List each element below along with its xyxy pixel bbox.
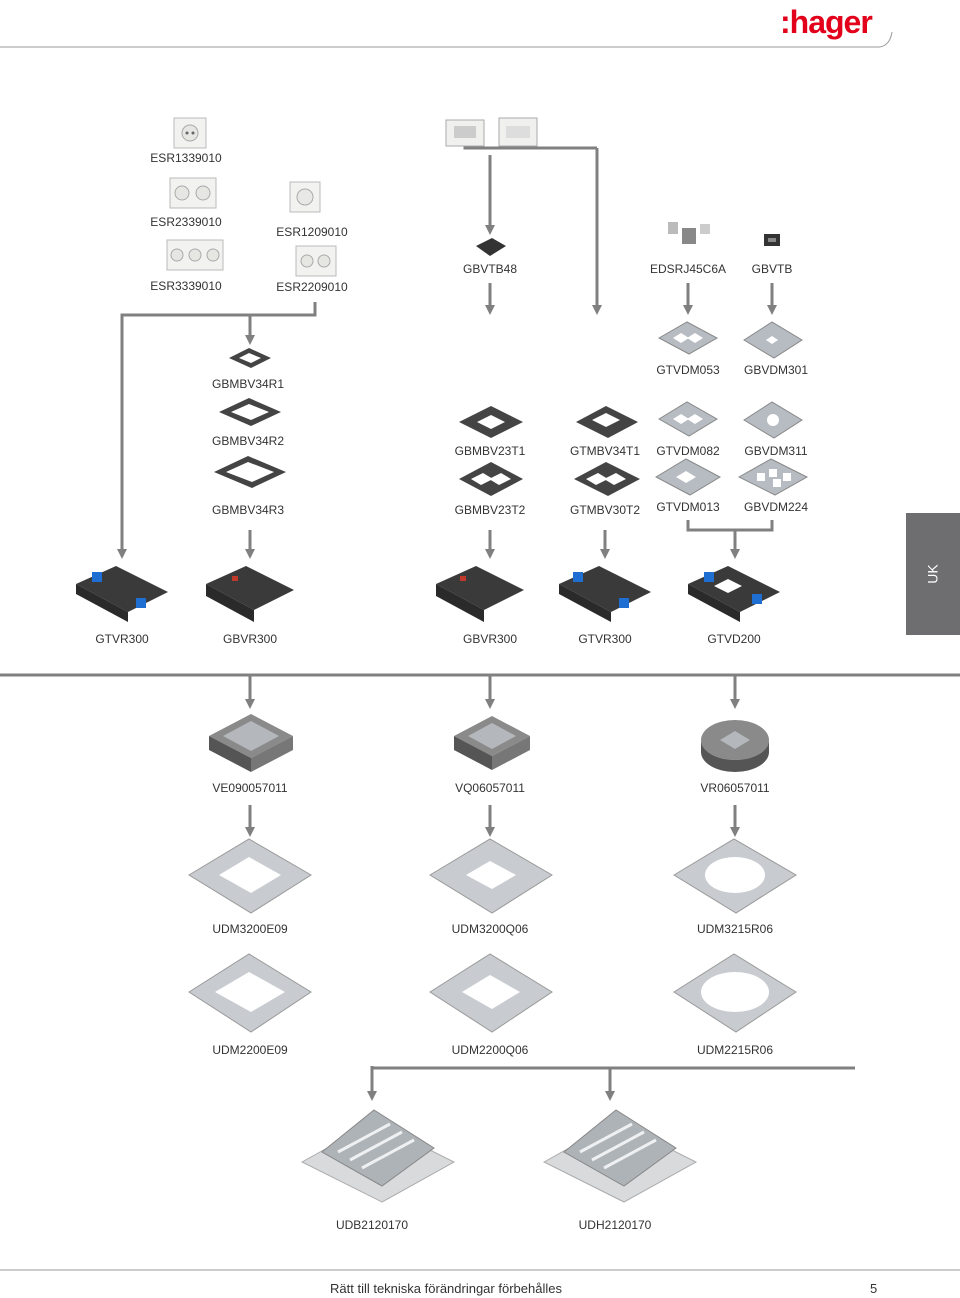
label-gbvr300-b: GBVR300	[462, 632, 518, 646]
box-gtvd200-icon	[688, 566, 780, 622]
plate-gtvdm013-icon	[654, 458, 722, 496]
label-vq06057011: VQ06057011	[455, 781, 525, 795]
label-gtvdm082: GTVDM082	[656, 444, 720, 458]
label-vr06057011: VR06057011	[700, 781, 770, 795]
label-esr3339010: ESR3339010	[150, 279, 222, 293]
page-number: 5	[870, 1281, 878, 1296]
connector-small-icon	[764, 234, 780, 246]
plate-gbvdm224-icon	[737, 458, 809, 496]
socket-single-icon	[173, 117, 207, 149]
label-udm2215r06: UDM2215R06	[696, 1043, 774, 1057]
data-socket-pair-icon	[445, 117, 538, 147]
footer-note: Rätt till tekniska förändringar förbehål…	[330, 1281, 562, 1296]
frame-gbmbv23t2-icon	[459, 462, 523, 496]
label-gbmbv34r2: GBMBV34R2	[211, 434, 285, 448]
label-udm3200e09: UDM3200E09	[212, 922, 288, 936]
label-gtvr300-b: GTVR300	[578, 632, 632, 646]
plate-gtvdm082-icon	[658, 401, 718, 437]
label-gtvdm013: GTVDM013	[656, 500, 720, 514]
plate-gbvdm311-icon	[743, 401, 803, 439]
label-udm2200e09: UDM2200E09	[212, 1043, 288, 1057]
label-gbvdm311: GBVDM311	[744, 444, 808, 458]
screed-box-udh2120170-icon	[542, 1109, 698, 1203]
label-udb2120170: UDB2120170	[335, 1218, 409, 1232]
screed-box-udb2120170-icon	[300, 1109, 456, 1203]
label-esr2339010: ESR2339010	[150, 215, 222, 229]
hager-logo: :hager	[780, 4, 873, 41]
plate-udm3200e09-icon	[188, 838, 312, 914]
frame-gbmbv34r3-icon	[214, 456, 286, 488]
blank-plate-icon	[476, 238, 506, 256]
plate-udm3215r06-icon	[673, 838, 797, 914]
logo-text: hager	[789, 4, 873, 40]
frame-gbmbv23t1-icon	[459, 406, 523, 438]
frame-gtmbv30t2-icon	[574, 462, 640, 496]
socket-triple-icon	[166, 239, 224, 271]
socket-duo-icon	[295, 245, 337, 277]
label-esr1209010: ESR1209010	[276, 225, 348, 239]
plate-udm2200q06-icon	[429, 953, 553, 1033]
rj45-connector-icon	[668, 222, 710, 244]
label-gbmbv23t2: GBMBV23T2	[454, 503, 526, 517]
label-esr2209010: ESR2209010	[276, 280, 348, 294]
label-edsrj45c6a: EDSRJ45C6A	[649, 262, 727, 276]
label-gtmbv34t1: GTMBV34T1	[569, 444, 641, 458]
frame-gbmbv34r2-icon	[219, 398, 281, 426]
label-gbmbv23t1: GBMBV23T1	[454, 444, 526, 458]
logo-colon-icon: :	[780, 4, 791, 40]
frame-gbmbv34r1-icon	[229, 348, 271, 368]
plate-gbvdm301-icon	[743, 321, 803, 359]
socket-uk-icon	[289, 181, 321, 213]
socket-double-icon	[169, 177, 217, 209]
label-gtmbv30t2: GTMBV30T2	[569, 503, 641, 517]
plate-udm2200e09-icon	[188, 953, 312, 1033]
label-gbmbv34r3: GBMBV34R3	[211, 503, 285, 517]
label-udm3200q06: UDM3200Q06	[451, 922, 529, 936]
label-gbvdm301: GBVDM301	[743, 363, 809, 377]
label-gbvr300-a: GBVR300	[222, 632, 278, 646]
label-gbmbv34r1: GBMBV34R1	[211, 377, 285, 391]
plate-udm3200q06-icon	[429, 838, 553, 914]
label-gbvtb: GBVTB	[751, 262, 793, 276]
footer-rule	[0, 1269, 960, 1271]
header-rule	[0, 31, 893, 48]
plate-udm2215r06-icon	[673, 953, 797, 1033]
label-gbvtb48: GBVTB48	[462, 262, 518, 276]
cover-vr06057011-icon	[701, 720, 769, 772]
label-ve090057011: VE090057011	[212, 781, 288, 795]
label-udm2200q06: UDM2200Q06	[451, 1043, 529, 1057]
label-udh2120170: UDH2120170	[578, 1218, 652, 1232]
label-udm3215r06: UDM3215R06	[696, 922, 774, 936]
label-gbvdm224: GBVDM224	[743, 500, 809, 514]
label-esr1339010: ESR1339010	[150, 151, 222, 165]
box-gbvr300-icon	[206, 566, 294, 622]
box-gtvr300-b-icon	[559, 566, 651, 622]
frame-gtmbv34t1-icon	[576, 406, 638, 438]
language-tab: UK	[906, 513, 960, 635]
cover-ve090057011-icon	[209, 714, 293, 772]
box-gbvr300-b-icon	[436, 566, 524, 622]
label-gtvd200: GTVD200	[707, 632, 761, 646]
label-gtvr300-a: GTVR300	[95, 632, 149, 646]
cover-vq06057011-icon	[454, 716, 530, 770]
box-gtvr300-icon	[76, 566, 168, 622]
label-gtvdm053: GTVDM053	[656, 363, 720, 377]
plate-gtvdm053-icon	[657, 321, 719, 355]
language-tab-label: UK	[924, 564, 941, 584]
